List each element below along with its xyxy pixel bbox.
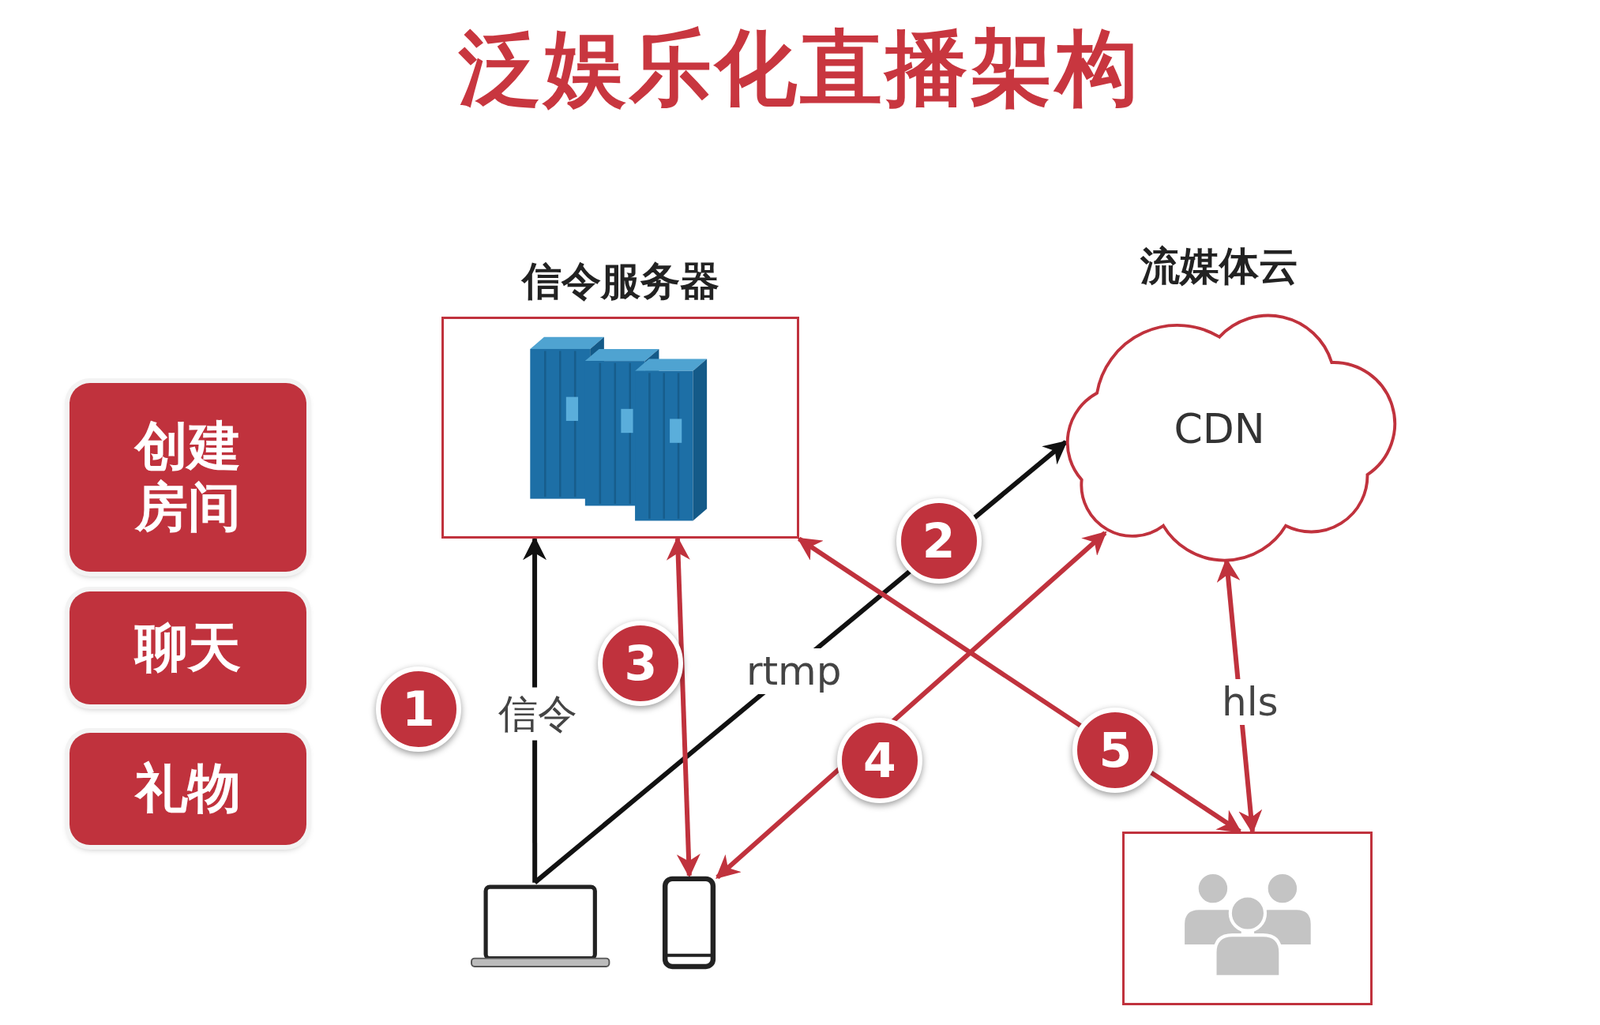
diagram-title: 泛娱乐化直播架构	[0, 14, 1600, 125]
node-heading: 信令服务器	[522, 255, 720, 308]
server-illustration	[443, 319, 797, 538]
phone-illustration	[661, 875, 718, 970]
rack-groove	[677, 372, 680, 519]
cdn-cloud: 流媒体云CDN	[1040, 296, 1398, 572]
laptop-base	[471, 957, 609, 966]
rack-panel	[621, 408, 634, 432]
rack-panel	[670, 418, 683, 443]
rack-groove	[599, 362, 602, 504]
edge-label: 信令	[493, 687, 583, 741]
button-label: 创建房间	[127, 416, 249, 538]
rack-groove	[649, 372, 652, 519]
rack-groove	[574, 350, 577, 497]
rack-groove	[559, 350, 562, 497]
callout-number: 2	[896, 498, 982, 584]
laptop-illustration	[471, 882, 609, 970]
laptop-icon	[471, 882, 609, 970]
phone-body	[664, 878, 714, 966]
phone-icon	[661, 875, 718, 970]
rack-groove	[663, 372, 666, 519]
rack-front	[530, 348, 591, 499]
callout-number: 1	[375, 666, 462, 752]
button-label: 礼物	[135, 758, 241, 819]
phone-bezel	[667, 953, 712, 957]
callout-number: 4	[837, 717, 923, 804]
signal-server-box: 信令服务器	[441, 316, 799, 540]
edge-label: hls	[1216, 679, 1284, 725]
edge-label: rtmp	[741, 648, 847, 695]
cloud-shape	[1067, 315, 1395, 560]
connector-arrow	[677, 538, 690, 876]
connector-arrow	[799, 538, 1240, 832]
laptop-screen	[485, 886, 595, 958]
person-icon	[1215, 895, 1281, 977]
rack-groove	[544, 350, 547, 497]
rack-groove	[629, 362, 632, 504]
action-button: 创建房间	[69, 383, 307, 572]
node-heading: 流媒体云	[1140, 240, 1299, 293]
action-button: 聊天	[69, 591, 307, 704]
button-label: 聊天	[135, 617, 241, 679]
node-text: CDN	[1173, 405, 1265, 453]
rack-side	[693, 358, 708, 521]
audience-illustration	[1124, 833, 1371, 1003]
rack-panel	[566, 396, 579, 421]
callout-number: 5	[1072, 707, 1158, 793]
rack-front	[635, 370, 694, 521]
audience-box	[1122, 831, 1373, 1006]
rack-groove	[614, 362, 617, 504]
callout-number: 3	[597, 620, 684, 707]
action-button: 礼物	[69, 732, 307, 846]
